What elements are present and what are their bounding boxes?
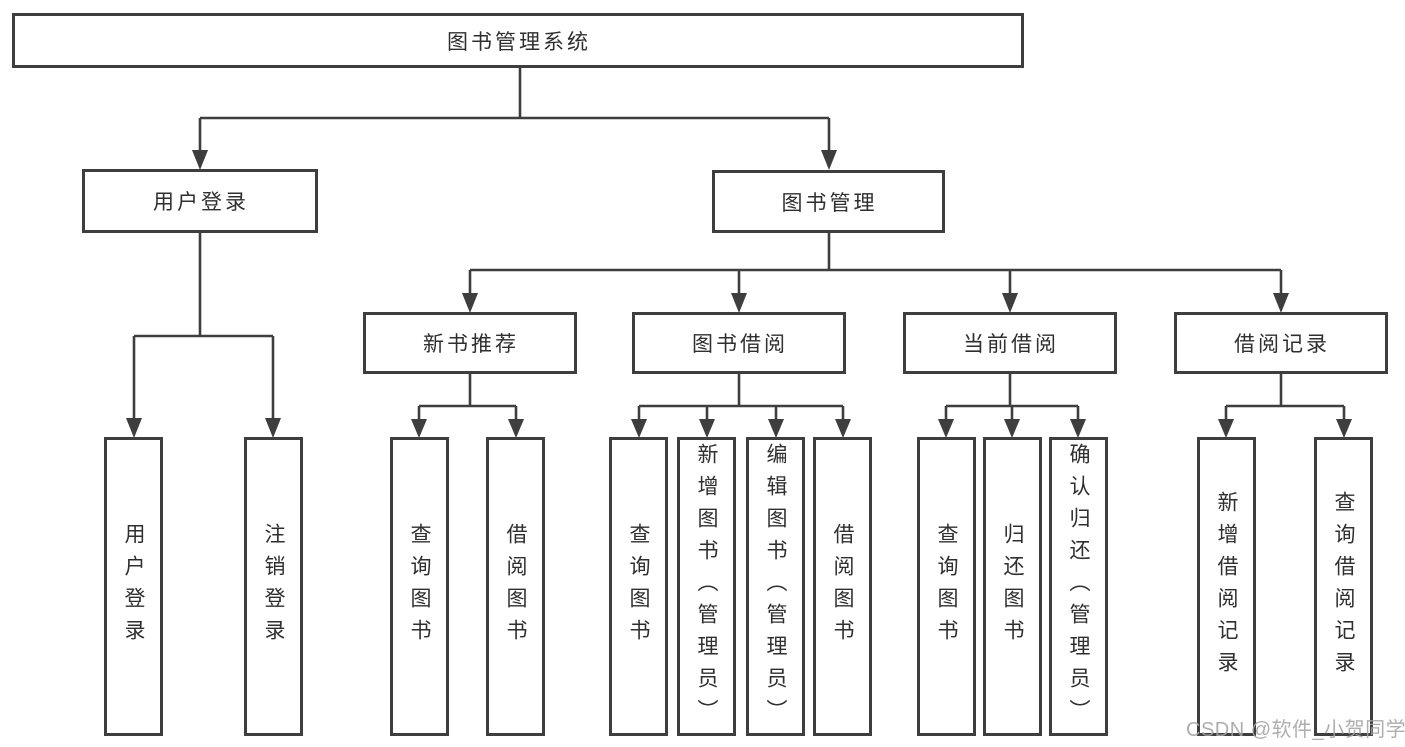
node-book-borrowing: 图书借阅	[632, 312, 846, 374]
node-book-management: 图书管理	[712, 170, 945, 233]
leaf-query-books-current-label: 查询图书	[935, 522, 958, 651]
edges-current-borrowing	[938, 374, 1086, 438]
leaf-borrow-books-recommend-label: 借阅图书	[504, 522, 527, 651]
leaf-return-books-label: 归还图书	[1001, 522, 1024, 651]
leaf-user-login: 用户登录	[104, 437, 163, 736]
leaf-query-books-current: 查询图书	[917, 437, 976, 736]
leaf-return-books: 归还图书	[983, 437, 1042, 736]
leaf-user-login-label: 用户登录	[122, 522, 145, 651]
leaf-edit-book-admin: 编辑图书（管理员）	[746, 437, 805, 736]
leaf-add-borrow-record-label: 新增借阅记录	[1215, 490, 1238, 683]
node-new-book-recommend: 新书推荐	[363, 312, 577, 374]
node-current-borrowing-label: 当前借阅	[963, 333, 1059, 356]
node-borrowing-records-label: 借阅记录	[1234, 333, 1330, 356]
leaf-query-books-borrowing-label: 查询图书	[627, 522, 650, 651]
node-user-login-label: 用户登录	[153, 191, 249, 214]
leaf-add-book-admin: 新增图书（管理员）	[677, 437, 736, 736]
leaf-borrow-books-borrowing: 借阅图书	[813, 437, 872, 736]
edges-user-login	[126, 233, 281, 438]
leaf-confirm-return-admin: 确认归还（管理员）	[1049, 437, 1108, 736]
node-user-login: 用户登录	[82, 169, 318, 233]
edges-borrowing-records	[1218, 374, 1352, 438]
leaf-logout: 注销登录	[244, 437, 303, 736]
edges-root	[192, 68, 837, 170]
leaf-add-borrow-record: 新增借阅记录	[1197, 437, 1256, 736]
edges-book-borrowing	[631, 374, 851, 438]
leaf-query-borrow-record-label: 查询借阅记录	[1332, 490, 1355, 683]
node-current-borrowing: 当前借阅	[903, 312, 1117, 374]
leaf-query-books-recommend: 查询图书	[390, 437, 449, 736]
leaf-query-books-recommend-label: 查询图书	[408, 522, 431, 651]
leaf-query-borrow-record: 查询借阅记录	[1314, 437, 1373, 736]
node-borrowing-records: 借阅记录	[1174, 312, 1388, 374]
node-root: 图书管理系统	[12, 13, 1024, 68]
leaf-confirm-return-admin-label: 确认归还（管理员）	[1067, 442, 1090, 731]
node-book-management-label: 图书管理	[781, 191, 878, 215]
csdn-watermark: CSDN @软件_小贺同学	[1186, 719, 1405, 741]
leaf-add-book-admin-label: 新增图书（管理员）	[695, 442, 718, 731]
leaf-edit-book-admin-label: 编辑图书（管理员）	[764, 442, 787, 731]
leaf-borrow-books-borrowing-label: 借阅图书	[831, 522, 854, 651]
edges-book-management	[462, 233, 1289, 313]
leaf-borrow-books-recommend: 借阅图书	[486, 437, 545, 736]
leaf-logout-label: 注销登录	[262, 522, 285, 651]
edges-new-book-recommend	[411, 374, 524, 438]
node-new-book-recommend-label: 新书推荐	[423, 333, 519, 356]
leaf-query-books-borrowing: 查询图书	[609, 437, 668, 736]
node-root-label: 图书管理系统	[447, 30, 591, 54]
node-book-borrowing-label: 图书借阅	[692, 333, 788, 356]
